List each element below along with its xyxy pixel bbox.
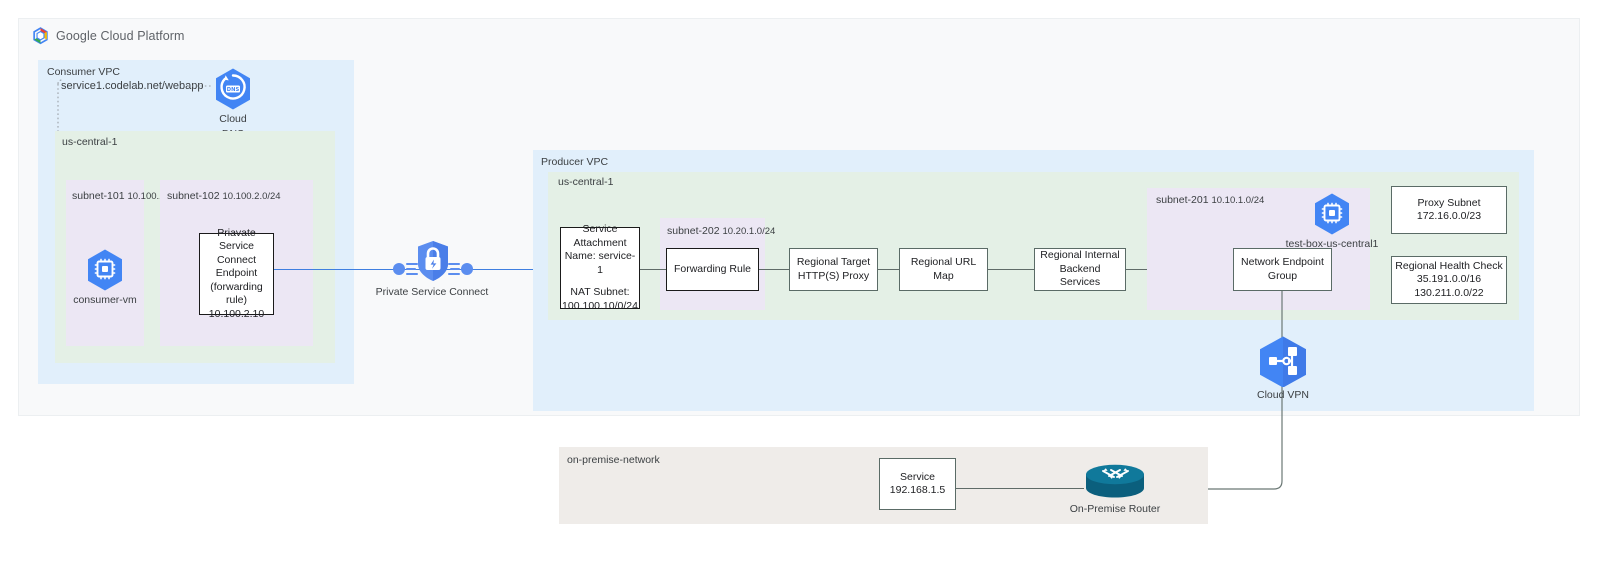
subnet-101-label: subnet-101 10.100.1.0/24	[72, 190, 186, 203]
on-premise-label: on-premise-network	[567, 454, 660, 466]
private-service-connect-icon[interactable]	[392, 238, 474, 282]
target-proxy-line2: HTTP(S) Proxy	[797, 269, 870, 282]
subnet-201-cidr: 10.10.1.0/24	[1211, 195, 1265, 206]
backend-services-line1: Regional Internal	[1040, 249, 1120, 262]
service-attachment-line4: NAT Subnet:	[570, 286, 630, 298]
consumer-vpc-label: Consumer VPC	[47, 66, 120, 78]
subnet-102-cidr: 10.100.2.0/24	[222, 191, 281, 202]
subnet-202-name: subnet-202	[667, 225, 720, 237]
service-attachment-line1: Service	[582, 223, 618, 235]
subnet-101-cidr: 10.100.1.0/24	[127, 191, 186, 202]
psc-endpoint-line3: (forwarding rule)	[210, 280, 263, 307]
regional-health-check-box[interactable]: Regional Health Check 35.191.0.0/16 130.…	[1391, 256, 1507, 304]
link-fr-proxy	[759, 269, 789, 271]
cloud-vpn-icon	[1260, 336, 1306, 387]
on-premise-service-line2: 192.168.1.5	[889, 484, 946, 496]
dns-record-label: service1.codelab.net/webapp	[61, 80, 204, 92]
test-box-node[interactable]: test-box-us-central1	[1270, 192, 1394, 251]
url-map-label: Regional URL Map	[910, 256, 977, 282]
regional-target-proxy-box[interactable]: Regional Target HTTP(S) Proxy	[789, 248, 878, 291]
subnet-101-name: subnet-101	[72, 190, 125, 202]
cloud-vpn-node[interactable]: Cloud VPN	[1254, 335, 1312, 402]
service-attachment-box[interactable]: Service Attachment Name: service-1 NAT S…	[560, 223, 640, 312]
on-premise-service-line1: Service	[899, 470, 935, 483]
neg-line1: Network Endpoint	[1241, 256, 1324, 268]
svg-text:DNS: DNS	[227, 87, 240, 93]
compute-engine-vm-icon	[1315, 193, 1349, 235]
link-urlmap-backend	[988, 269, 1034, 271]
subnet-201-name: subnet-201	[1156, 194, 1209, 206]
subnet-102-name: subnet-102	[167, 190, 220, 202]
subnet-202-label: subnet-202 10.20.1.0/24	[667, 225, 775, 238]
health-check-line3: 130.211.0.0/22	[1414, 286, 1484, 299]
on-premise-router-icon	[1086, 464, 1144, 498]
service-attachment-line3: Name: service-1	[564, 250, 636, 276]
on-premise-service-box[interactable]: Service 192.168.1.5	[879, 458, 956, 510]
psc-endpoint-line1: Priavate Service	[217, 226, 256, 253]
compute-engine-vm-icon	[88, 249, 122, 291]
proxy-subnet-line1: Proxy Subnet	[1417, 196, 1481, 209]
proxy-subnet-box[interactable]: Proxy Subnet 172.16.0.0/23	[1391, 186, 1507, 234]
cloud-dns-label-line1: Cloud	[219, 113, 247, 125]
forwarding-rule-box[interactable]: Forwarding Rule	[666, 248, 759, 291]
health-check-line2: 35.191.0.0/16	[1416, 273, 1482, 286]
neg-line2: Group	[1267, 269, 1298, 282]
psc-endpoint-line4: 10.100.2.10	[208, 307, 265, 320]
psc-endpoint-box[interactable]: Priavate Service Connect Endpoint (forwa…	[199, 227, 274, 320]
subnet-201-label: subnet-201 10.10.1.0/24	[1156, 194, 1264, 207]
psc-link-line	[274, 269, 560, 271]
proxy-subnet-line2: 172.16.0.0/23	[1416, 210, 1482, 222]
health-check-line1: Regional Health Check	[1395, 259, 1503, 272]
backend-services-line2: Backend Services	[1059, 262, 1101, 289]
link-sa-fr	[640, 269, 666, 271]
gcp-header: Google Cloud Platform	[32, 27, 185, 45]
service-attachment-line5: 100.100.10/0/24	[562, 299, 638, 312]
consumer-vm-label: consumer-vm	[73, 294, 137, 306]
target-proxy-line1: Regional Target	[796, 256, 871, 268]
network-endpoint-group-box[interactable]: Network Endpoint Group	[1233, 248, 1332, 291]
producer-zone-label: us-central-1	[558, 176, 614, 188]
regional-backend-services-box[interactable]: Regional Internal Backend Services	[1034, 248, 1126, 291]
service-attachment-line2: Attachment	[573, 236, 627, 249]
subnet-202-cidr: 10.20.1.0/24	[722, 226, 776, 237]
link-service-router	[956, 488, 1084, 490]
consumer-zone-label: us-central-1	[62, 136, 118, 148]
on-premise-router-node[interactable]: On-Premise Router	[1063, 463, 1167, 516]
psc-endpoint-line2: Connect Endpoint	[215, 253, 258, 280]
forwarding-rule-label: Forwarding Rule	[673, 262, 752, 275]
cloud-vpn-label: Cloud VPN	[1257, 389, 1309, 401]
subnet-102-label: subnet-102 10.100.2.0/24	[167, 190, 281, 203]
google-cloud-platform-logo	[33, 27, 48, 45]
producer-vpc-label: Producer VPC	[541, 156, 609, 168]
on-premise-router-label: On-Premise Router	[1069, 503, 1161, 515]
regional-url-map-box[interactable]: Regional URL Map	[899, 248, 988, 291]
consumer-vm-node[interactable]: consumer-vm	[73, 248, 137, 307]
private-service-connect-label: Private Service Connect	[375, 286, 489, 298]
gcp-title: Google Cloud Platform	[56, 29, 185, 43]
test-box-label: test-box-us-central1	[1285, 238, 1379, 250]
cloud-dns-icon: DNS	[216, 68, 250, 110]
link-proxy-urlmap	[878, 269, 899, 271]
